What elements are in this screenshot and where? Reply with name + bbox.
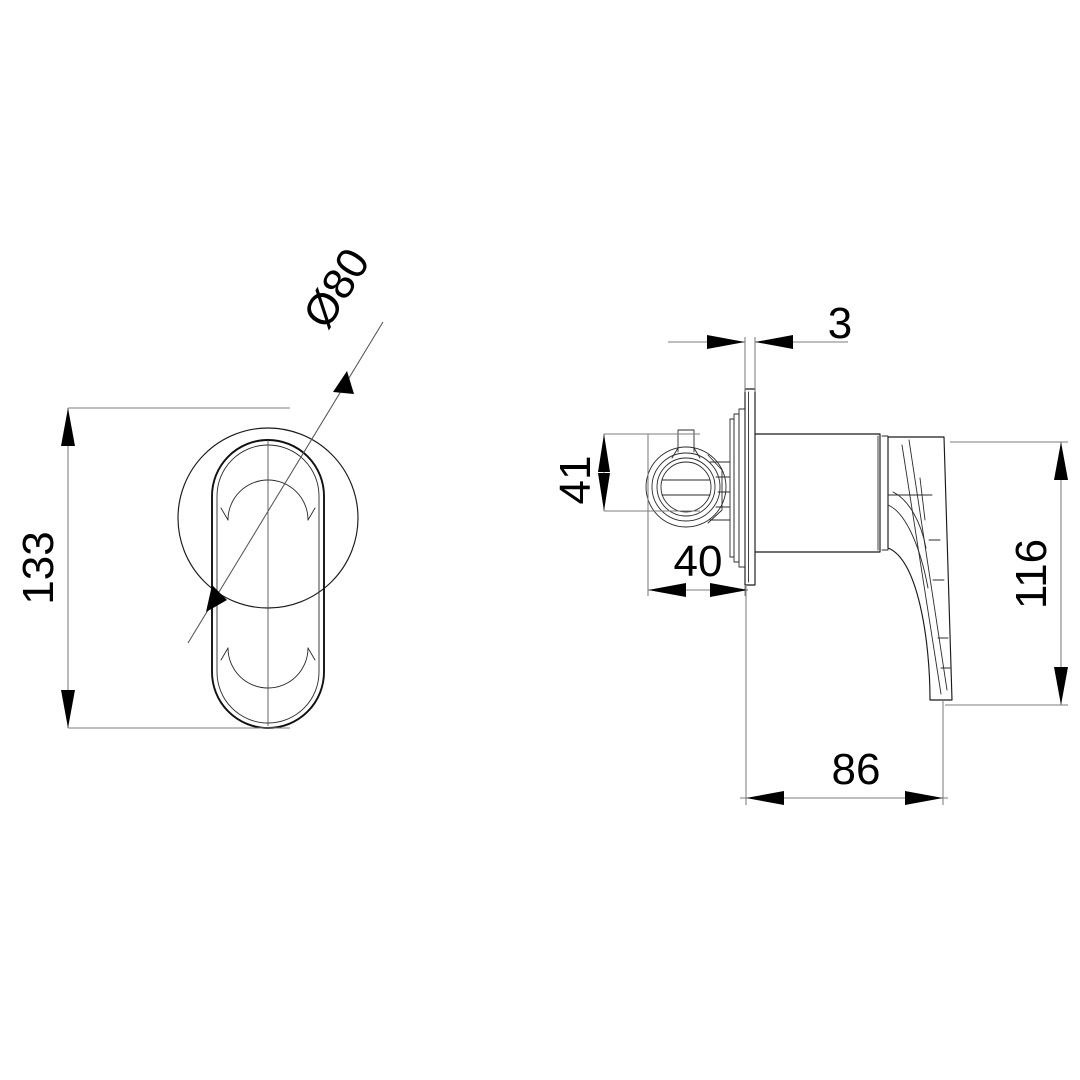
side-lever-underside-curve xyxy=(887,504,929,589)
front-handle-outline xyxy=(211,439,325,729)
side-lever-outline xyxy=(887,436,953,701)
dim-41-text: 41 xyxy=(551,456,600,505)
dim-133-text: 133 xyxy=(14,531,63,604)
dim-3-arrow-right xyxy=(755,335,793,349)
side-flange-plate-3 xyxy=(729,418,735,558)
front-handle-inner-outline xyxy=(216,444,320,724)
dim-d80-arrow-outer xyxy=(333,371,354,394)
side-lever-underside-curve-2 xyxy=(892,491,927,549)
dim-40-arrow-right xyxy=(710,583,748,597)
dim-d80-leader-line xyxy=(187,321,384,644)
dim-40-arrow-left xyxy=(648,583,686,597)
dim-3-arrow-left xyxy=(707,335,745,349)
dim-116-text: 116 xyxy=(1007,539,1056,609)
side-cartridge-ring-2 xyxy=(651,452,721,522)
front-handle-bottom-groove-right-tick xyxy=(307,647,316,661)
side-inlet-stem xyxy=(677,429,695,453)
dim-133-arrow-top xyxy=(61,408,75,446)
side-lever-fold-line xyxy=(908,439,948,691)
side-inlet-stem-fillet-left xyxy=(671,447,679,459)
dim-116-arrow-bottom xyxy=(1054,667,1068,705)
front-handle-top-groove-right-tick xyxy=(307,507,316,521)
side-inlet-stem-fillet-right xyxy=(693,447,701,459)
side-view: 3 41 40 116 86 xyxy=(551,299,1068,805)
side-cartridge-ring-inner xyxy=(660,461,712,513)
dim-41-arrow-bottom xyxy=(598,473,610,511)
side-body-cylinder xyxy=(754,433,881,553)
side-rib-bracket xyxy=(707,454,723,524)
dim-40-text: 40 xyxy=(674,537,723,586)
dim-86-text: 86 xyxy=(832,745,881,794)
dim-86-arrow-right xyxy=(905,791,943,805)
dim-3-text: 3 xyxy=(828,299,852,348)
dim-d80-arrow-inner xyxy=(206,585,227,612)
side-cartridge-ring-outer xyxy=(645,446,727,528)
front-handle-bottom-groove-left-tick xyxy=(220,647,229,661)
dim-86-arrow-left xyxy=(746,791,784,805)
side-lever-section-line-2 xyxy=(919,477,926,521)
dim-116-arrow-top xyxy=(1054,442,1068,480)
front-handle-top-groove-left-tick xyxy=(220,507,229,521)
side-cartridge-ring-3 xyxy=(656,457,716,517)
dim-41-arrow-top xyxy=(598,434,610,472)
side-lever-fold-line-2 xyxy=(901,444,942,695)
dim-133-arrow-bottom xyxy=(61,690,75,728)
